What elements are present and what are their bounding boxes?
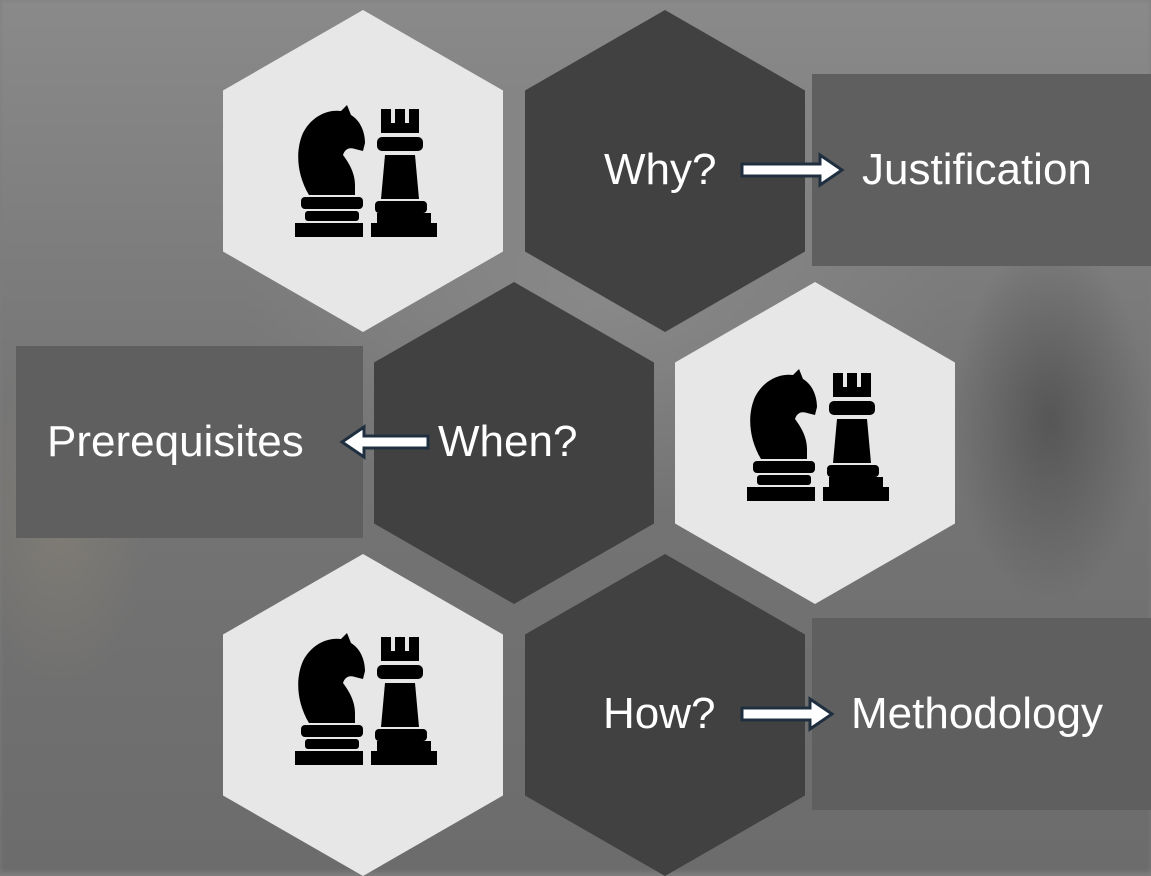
chess-knight-and-rook-icon (747, 369, 889, 501)
answer-box-justification (812, 74, 1151, 266)
chess-knight-and-rook-icon (295, 105, 437, 237)
arrow-right-icon (740, 696, 835, 732)
answer-methodology: Methodology (851, 689, 1103, 738)
answer-box-methodology (812, 618, 1151, 810)
question-how: How? (603, 689, 716, 738)
chess-knight-and-rook-icon (295, 633, 437, 765)
arrow-left-icon (339, 424, 430, 460)
icon-hexagon-2 (675, 282, 955, 604)
question-why: Why? (604, 145, 717, 194)
icon-hexagon-3 (223, 554, 503, 876)
answer-justification: Justification (862, 145, 1092, 194)
answer-prerequisites: Prerequisites (47, 417, 304, 466)
arrow-right-icon (740, 152, 845, 188)
question-when: When? (438, 417, 578, 466)
answer-box-prerequisites (16, 346, 363, 538)
